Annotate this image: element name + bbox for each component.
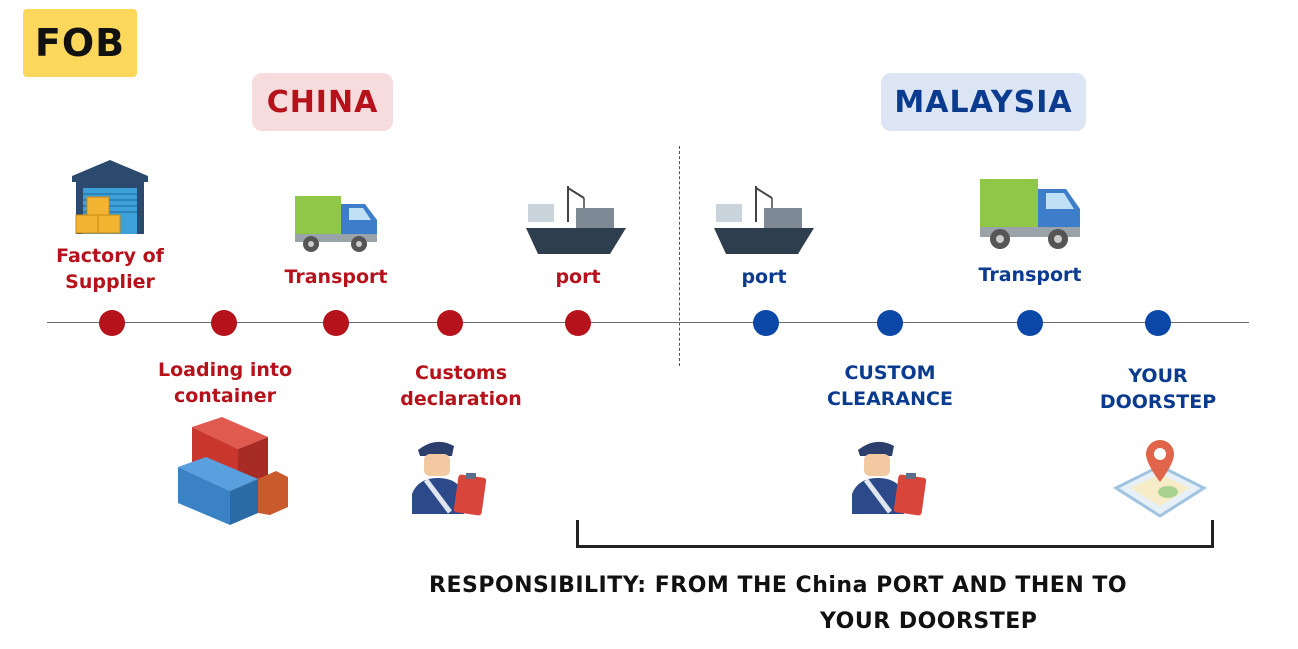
customs-officer-icon-my xyxy=(852,436,932,516)
china-region-label: CHINA xyxy=(252,73,393,131)
customs-label: Customs declaration xyxy=(386,360,536,412)
customs-label-line2: declaration xyxy=(400,388,522,410)
responsibility-bracket xyxy=(576,520,1214,548)
fob-badge: FOB xyxy=(23,9,137,77)
doorstep-label-line1: YOUR xyxy=(1128,365,1188,387)
country-divider xyxy=(679,146,680,366)
malaysia-region-label: MALAYSIA xyxy=(881,73,1086,131)
factory-label-line1: Factory of xyxy=(56,245,164,267)
timeline-dot-customs xyxy=(437,310,463,336)
custom-clearance-line1: CUSTOM xyxy=(844,362,936,384)
factory-label: Factory of Supplier xyxy=(40,243,180,295)
ship-icon xyxy=(526,184,628,256)
factory-label-line2: Supplier xyxy=(65,271,155,293)
timeline-dot-custom-clearance xyxy=(877,310,903,336)
port-cn-label: port xyxy=(555,266,601,288)
timeline-dot-transport-cn xyxy=(323,310,349,336)
transport-cn-label: Transport xyxy=(284,266,388,288)
responsibility-line2: YOUR DOORSTEP xyxy=(820,609,1038,634)
timeline-dot-factory xyxy=(99,310,125,336)
warehouse-icon xyxy=(70,158,150,236)
custom-clearance-line2: CLEARANCE xyxy=(827,388,953,410)
timeline-dot-port-cn xyxy=(565,310,591,336)
map-pin-icon xyxy=(1112,436,1208,522)
custom-clearance-label: CUSTOM CLEARANCE xyxy=(820,360,960,412)
doorstep-label: YOUR DOORSTEP xyxy=(1090,363,1226,415)
doorstep-label-line2: DOORSTEP xyxy=(1099,391,1217,413)
customs-officer-icon xyxy=(412,436,492,516)
truck-icon xyxy=(293,194,381,256)
timeline-line xyxy=(47,322,1249,323)
truck-icon-my xyxy=(978,177,1084,253)
port-my-label: port xyxy=(741,266,787,288)
timeline-dot-doorstep xyxy=(1145,310,1171,336)
loading-label-line1: Loading into xyxy=(157,359,292,381)
shipping-container-icon xyxy=(172,415,292,527)
timeline-dot-port-my xyxy=(753,310,779,336)
timeline-dot-loading xyxy=(211,310,237,336)
customs-label-line1: Customs xyxy=(414,362,508,384)
timeline-dot-transport-my xyxy=(1017,310,1043,336)
ship-icon-my xyxy=(714,184,816,256)
loading-label-line2: container xyxy=(173,385,277,407)
transport-my-label: Transport xyxy=(978,264,1082,286)
loading-label: Loading into container xyxy=(140,357,310,409)
responsibility-line1: RESPONSIBILITY: FROM THE China PORT AND … xyxy=(429,573,1128,598)
